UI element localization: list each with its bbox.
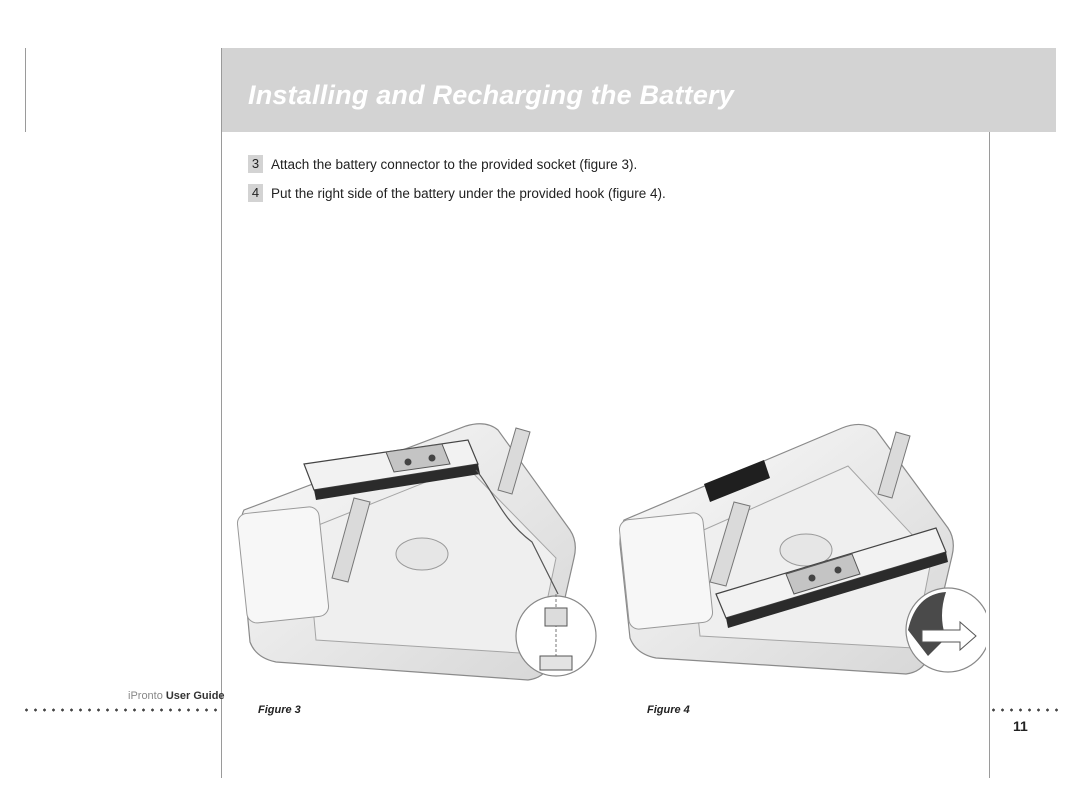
footer-dotted-rule-right (989, 708, 1059, 712)
figure-4-caption: Figure 4 (647, 704, 690, 716)
step-text: Attach the battery connector to the prov… (271, 156, 638, 172)
column-rule-right (989, 132, 990, 778)
stand-leg (709, 501, 751, 587)
device-rubber-pad (704, 460, 770, 502)
connector-plug (544, 607, 568, 627)
stand-leg (497, 427, 531, 495)
battery-pack (303, 439, 480, 500)
footer-dotted-rule-left (22, 708, 220, 712)
battery-bay-circle (779, 533, 833, 567)
brand-name: iPronto (128, 690, 163, 702)
step-item: 4 Put the right side of the battery unde… (248, 183, 666, 203)
battery-bay-circle (395, 537, 449, 571)
guide-title: User Guide (165, 690, 225, 702)
left-margin-rule (25, 48, 26, 132)
step-text: Put the right side of the battery under … (271, 185, 666, 201)
connector-socket (539, 655, 573, 671)
battery-pack (715, 527, 948, 628)
battery-cable (475, 469, 559, 595)
stand-leg (331, 497, 371, 583)
header-band (222, 48, 1056, 132)
page-number: 11 (1013, 718, 1028, 734)
step-number: 3 (248, 155, 263, 173)
step-number: 4 (248, 184, 263, 202)
figure-3-caption: Figure 3 (258, 704, 301, 716)
page-title: Installing and Recharging the Battery (248, 80, 734, 110)
column-rule-left (221, 48, 222, 778)
insert-arrow (921, 620, 977, 652)
device-left-grip (236, 506, 330, 624)
stand-leg (877, 431, 911, 499)
step-item: 3 Attach the battery connector to the pr… (248, 154, 637, 174)
figure-4-illustration (618, 423, 986, 675)
device-left-grip (618, 512, 714, 630)
figure-3-illustration (236, 423, 597, 681)
